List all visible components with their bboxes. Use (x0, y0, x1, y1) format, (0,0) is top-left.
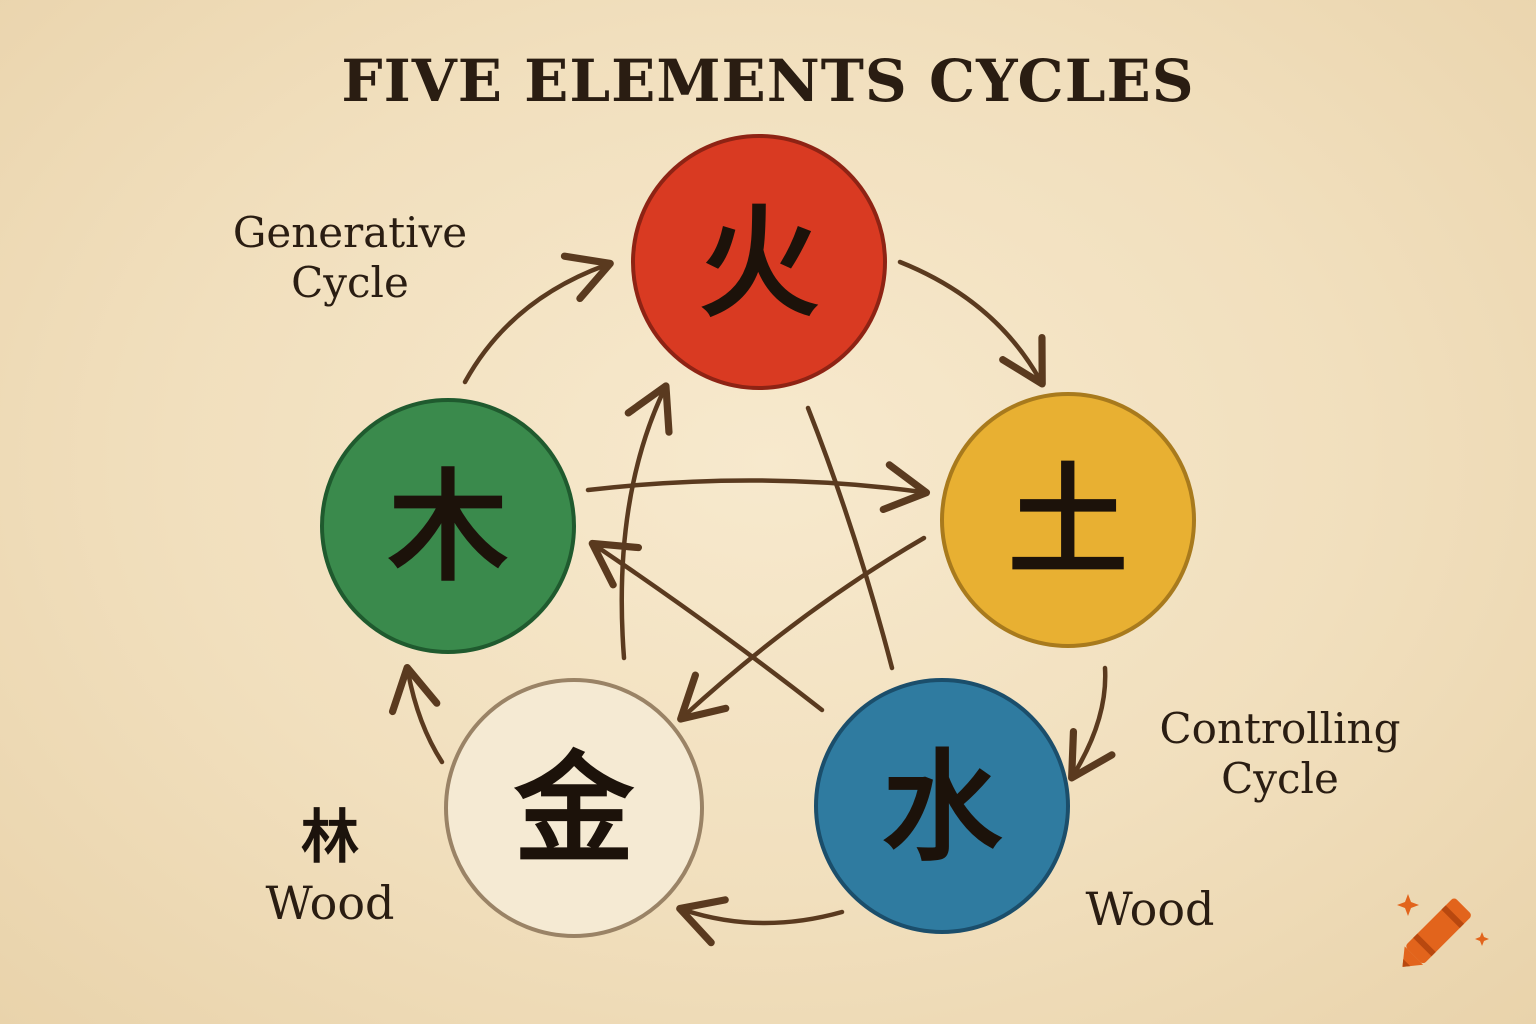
element-water-circle (814, 678, 1070, 934)
arrow-wood-to-earth (585, 461, 931, 514)
generative-cycle-label: Generative Cycle (200, 208, 500, 309)
wood-label-left: Wood (265, 876, 395, 930)
element-wood: 木 (320, 398, 576, 654)
arrow-water-to-wood (588, 539, 825, 713)
element-wood-circle (320, 398, 576, 654)
wood-forest-glyph: 林 (300, 803, 359, 871)
element-metal: 金 (444, 678, 704, 938)
arrow-fire-to-earth (897, 259, 1046, 388)
element-earth-circle (940, 392, 1196, 648)
element-metal-circle (444, 678, 704, 938)
arrow-metal-to-fire (619, 382, 673, 661)
controlling-arrows (585, 382, 931, 723)
arrow-earth-to-water (1068, 665, 1116, 782)
arrow-metal-to-wood (388, 663, 445, 765)
element-fire-glyph: 火 (699, 195, 819, 334)
controlling-cycle-label-line-1: Controlling (1159, 704, 1401, 753)
controlling-cycle-label-line-2: Cycle (1221, 754, 1339, 804)
element-earth-glyph: 土 (1008, 453, 1128, 592)
element-water: 水 (814, 678, 1070, 934)
element-wood-glyph: 木 (388, 459, 508, 598)
arrow-earth-to-metal (677, 535, 927, 723)
crayon-icon (1397, 894, 1489, 967)
controlling-cycle-label: Controlling Cycle (1130, 704, 1430, 805)
element-fire-circle (631, 134, 887, 390)
arrow-water-to-metal (676, 896, 845, 947)
generative-cycle-label-line-1: Generative (232, 208, 468, 257)
generative-arrows (388, 252, 1116, 947)
page-title: FIVE ELEMENTS CYCLES (341, 47, 1195, 115)
element-circles: 火土水 金 木 (320, 134, 1196, 938)
arrow-wood-to-fire (462, 252, 614, 385)
element-metal-glyph: 金 (513, 741, 635, 880)
wood-label-right: Wood (1085, 882, 1215, 936)
element-earth: 土 (940, 392, 1196, 648)
line-fire-to-water (805, 405, 895, 671)
element-fire: 火 (631, 134, 887, 390)
element-water-glyph: 水 (882, 739, 1003, 878)
generative-cycle-label-line-2: Cycle (291, 258, 409, 308)
